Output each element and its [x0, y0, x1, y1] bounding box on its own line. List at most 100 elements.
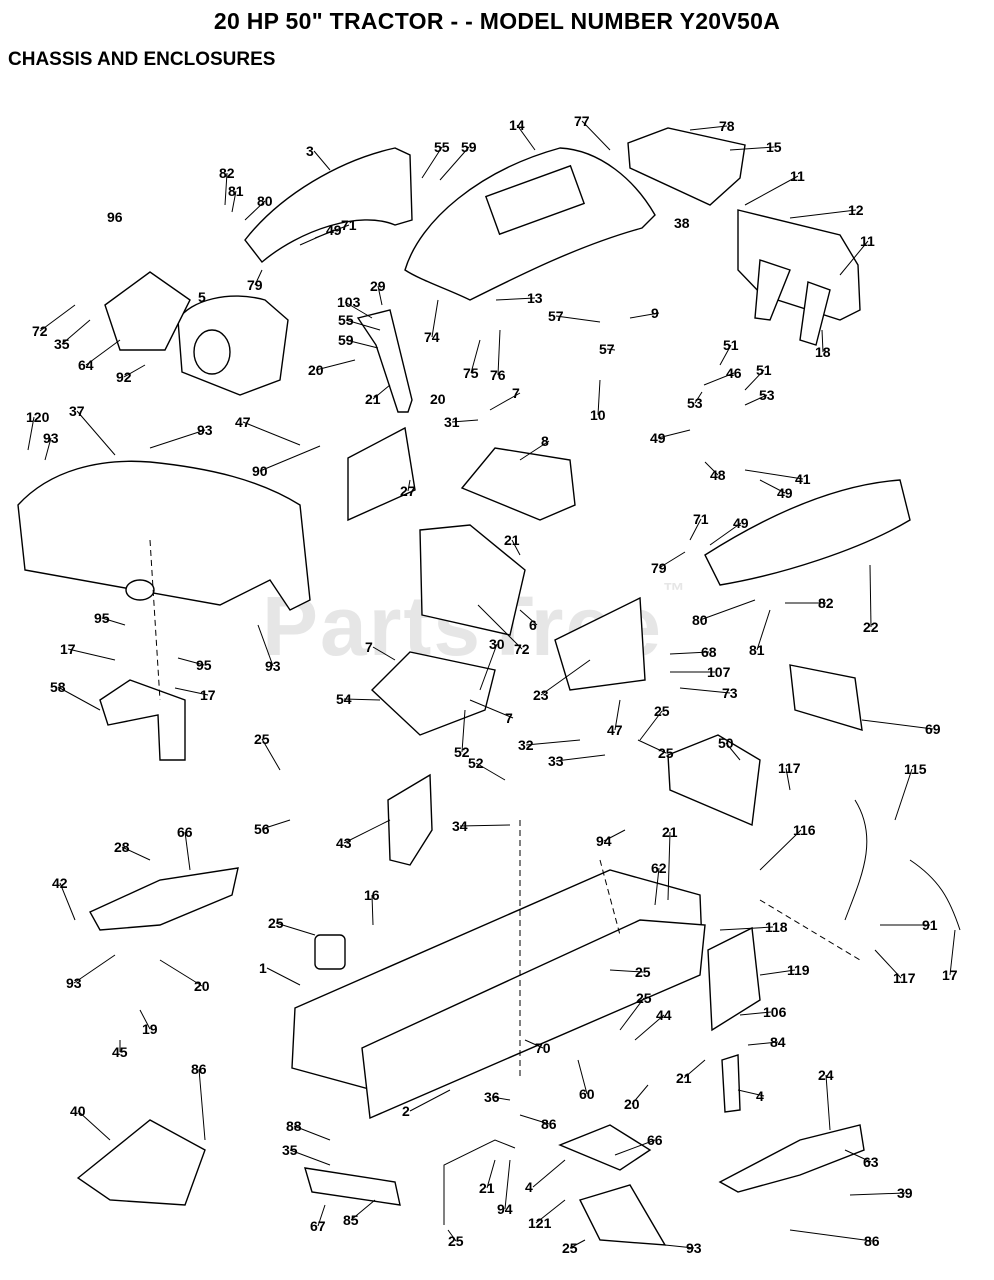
- leader-line: [177, 657, 205, 666]
- leader-line: [669, 651, 710, 655]
- leader-line: [266, 967, 301, 986]
- callout-25: 25: [636, 990, 652, 1006]
- callout-36: 36: [484, 1089, 500, 1105]
- leader-line: [694, 391, 703, 404]
- callout-53: 53: [687, 395, 703, 411]
- leader-line: [603, 829, 626, 842]
- leader-line: [606, 348, 616, 351]
- leader-line: [372, 384, 391, 400]
- leader-line: [524, 1039, 544, 1049]
- leader-line: [489, 392, 521, 411]
- leader-line: [259, 445, 321, 472]
- callout-25: 25: [268, 915, 284, 931]
- leader-line: [486, 1159, 496, 1189]
- leader-line: [409, 1089, 451, 1112]
- leader-line: [184, 831, 191, 871]
- leader-line: [658, 551, 686, 569]
- leader-line: [519, 609, 538, 626]
- callout-6: 6: [529, 617, 537, 633]
- page-title: 20 HP 50" TRACTOR - - MODEL NUMBER Y20V5…: [213, 8, 781, 34]
- part-hood: [404, 147, 656, 301]
- leader-line: [555, 315, 601, 323]
- part-footrest-left: [89, 867, 239, 931]
- callout-14: 14: [509, 117, 525, 133]
- callout-121: 121: [528, 1215, 552, 1231]
- callout-22: 22: [863, 619, 879, 635]
- callout-92: 92: [116, 369, 132, 385]
- callout-90: 90: [252, 463, 268, 479]
- leader-line: [57, 686, 101, 711]
- callout-95: 95: [196, 657, 212, 673]
- leader-line: [525, 739, 581, 746]
- part-grille: [627, 127, 746, 206]
- leader-line: [614, 699, 621, 731]
- callout-17: 17: [942, 967, 958, 983]
- callout-21: 21: [662, 824, 678, 840]
- callout-32: 32: [518, 737, 534, 753]
- callout-44: 44: [656, 1007, 672, 1023]
- leader-line: [719, 344, 732, 366]
- callout-21: 21: [676, 1070, 692, 1086]
- callout-13: 13: [527, 290, 543, 306]
- leader-line: [343, 819, 391, 844]
- callout-59: 59: [338, 332, 354, 348]
- callout-12: 12: [848, 202, 864, 218]
- callout-76: 76: [490, 367, 506, 383]
- leader-line: [491, 1096, 511, 1101]
- callout-43: 43: [336, 835, 352, 851]
- callout-119: 119: [787, 962, 810, 978]
- callout-93: 93: [686, 1240, 702, 1256]
- callout-63: 63: [863, 1154, 879, 1170]
- callout-21: 21: [479, 1180, 495, 1196]
- callout-81: 81: [228, 183, 244, 199]
- leader-line: [44, 437, 52, 461]
- callout-17: 17: [200, 687, 216, 703]
- leader-line: [657, 429, 691, 439]
- leader-line: [759, 829, 802, 871]
- leader-line: [123, 364, 146, 378]
- callout-55: 55: [434, 139, 450, 155]
- callout-23: 23: [533, 687, 549, 703]
- leader-line: [744, 394, 768, 406]
- callout-51: 51: [756, 362, 772, 378]
- callout-58: 58: [50, 679, 66, 695]
- callout-1: 1: [259, 960, 267, 976]
- leader-line: [345, 339, 379, 349]
- leader-line: [159, 959, 203, 987]
- callout-7: 7: [512, 385, 520, 401]
- leader-line: [759, 969, 796, 976]
- leader-line: [479, 643, 498, 691]
- callout-106: 106: [763, 1004, 787, 1020]
- leader-line: [293, 1125, 331, 1141]
- part-fender: [17, 460, 311, 611]
- leader-line: [614, 1139, 656, 1156]
- callout-52: 52: [468, 755, 484, 771]
- callout-85: 85: [343, 1212, 359, 1228]
- callout-24: 24: [818, 1067, 834, 1083]
- leader-line: [725, 742, 741, 761]
- callout-94: 94: [596, 833, 612, 849]
- leader-line: [869, 564, 872, 628]
- callout-48: 48: [710, 467, 726, 483]
- callout-103: 103: [337, 294, 361, 310]
- leader-line: [224, 172, 228, 206]
- leader-line: [535, 1199, 566, 1224]
- leader-line: [289, 1149, 331, 1166]
- callout-2: 2: [402, 1103, 410, 1119]
- leader-line: [317, 1204, 326, 1227]
- leader-line: [844, 1149, 872, 1163]
- callout-64: 64: [78, 357, 94, 373]
- callout-47: 47: [607, 722, 623, 738]
- leader-line: [315, 359, 356, 371]
- callout-47: 47: [235, 414, 251, 430]
- callout-46: 46: [726, 365, 742, 381]
- section-subtitle: CHASSIS AND ENCLOSURES: [8, 49, 276, 70]
- leader-line: [345, 319, 381, 331]
- callout-94: 94: [497, 1201, 513, 1217]
- leader-line: [555, 754, 606, 762]
- leader-line: [756, 609, 771, 651]
- part-hitch-plate: [76, 1119, 206, 1206]
- callout-80: 80: [257, 193, 273, 209]
- leader-line: [699, 599, 756, 621]
